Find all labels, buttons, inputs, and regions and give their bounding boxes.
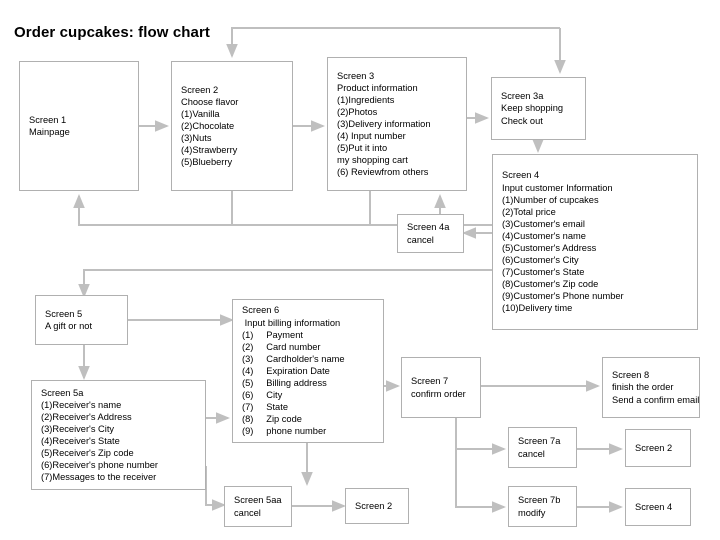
node-screen6-text: Screen 6 Input billing information (1) P… bbox=[242, 305, 345, 437]
node-return-screen2-from-7a[interactable]: Screen 2 bbox=[625, 429, 691, 467]
node-screen5aa[interactable]: Screen 5aa cancel bbox=[224, 486, 292, 527]
node-screen4a-text: Screen 4a cancel bbox=[407, 222, 450, 245]
node-screen6[interactable]: Screen 6 Input billing information (1) P… bbox=[232, 299, 384, 443]
node-screen2-text: Screen 2 Choose flavor (1)Vanilla (2)Cho… bbox=[181, 84, 239, 168]
node-return-screen2-from-5aa[interactable]: Screen 2 bbox=[345, 488, 409, 524]
node-screen5a[interactable]: Screen 5a (1)Receiver's name (2)Receiver… bbox=[31, 380, 206, 490]
node-screen3a[interactable]: Screen 3a Keep shopping Check out bbox=[491, 77, 586, 140]
link-s4-s5 bbox=[78, 269, 492, 298]
link-title-right bbox=[231, 27, 560, 33]
node-return-screen4-from-7b[interactable]: Screen 4 bbox=[625, 488, 691, 526]
node-screen4[interactable]: Screen 4 Input customer Information (1)N… bbox=[492, 154, 698, 330]
node-screen8[interactable]: Screen 8 finish the order Send a confirm… bbox=[602, 357, 700, 418]
node-screen7[interactable]: Screen 7 confirm order bbox=[401, 357, 481, 418]
node-screen7a-text: Screen 7a cancel bbox=[518, 436, 561, 459]
link-s7-s7b bbox=[455, 449, 506, 513]
link-s7-s7a bbox=[455, 418, 506, 455]
node-screen7b[interactable]: Screen 7b modify bbox=[508, 486, 577, 527]
node-screen4-text: Screen 4 Input customer Information (1)N… bbox=[502, 170, 624, 314]
node-return-screen2-from-5aa-text: Screen 2 bbox=[355, 500, 393, 511]
node-screen5a-text: Screen 5a (1)Receiver's name (2)Receiver… bbox=[41, 387, 159, 483]
node-screen5[interactable]: Screen 5 A gift or not bbox=[35, 295, 128, 345]
node-screen2[interactable]: Screen 2 Choose flavor (1)Vanilla (2)Cho… bbox=[171, 61, 293, 191]
link-s5a-s5aa bbox=[205, 466, 226, 511]
node-screen3[interactable]: Screen 3 Product information (1)Ingredie… bbox=[327, 57, 467, 191]
node-screen8-text: Screen 8 finish the order Send a confirm… bbox=[612, 370, 700, 405]
link-s3-back-s1 bbox=[73, 191, 371, 226]
page-title: Order cupcakes: flow chart bbox=[14, 24, 210, 41]
node-screen3a-text: Screen 3a Keep shopping Check out bbox=[501, 91, 564, 126]
node-return-screen2-from-7a-text: Screen 2 bbox=[635, 442, 673, 453]
node-screen5aa-text: Screen 5aa cancel bbox=[234, 495, 282, 518]
node-screen7-text: Screen 7 confirm order bbox=[411, 376, 466, 399]
node-screen3-text: Screen 3 Product information (1)Ingredie… bbox=[337, 70, 431, 178]
node-screen7b-text: Screen 7b modify bbox=[518, 495, 561, 518]
node-screen7a[interactable]: Screen 7a cancel bbox=[508, 427, 577, 468]
node-screen5-text: Screen 5 A gift or not bbox=[45, 308, 93, 331]
node-return-screen4-from-7b-text: Screen 4 bbox=[635, 501, 673, 512]
node-screen1-text: Screen 1 Mainpage bbox=[29, 114, 70, 137]
node-screen4a[interactable]: Screen 4a cancel bbox=[397, 214, 464, 253]
node-screen1[interactable]: Screen 1 Mainpage bbox=[19, 61, 139, 191]
